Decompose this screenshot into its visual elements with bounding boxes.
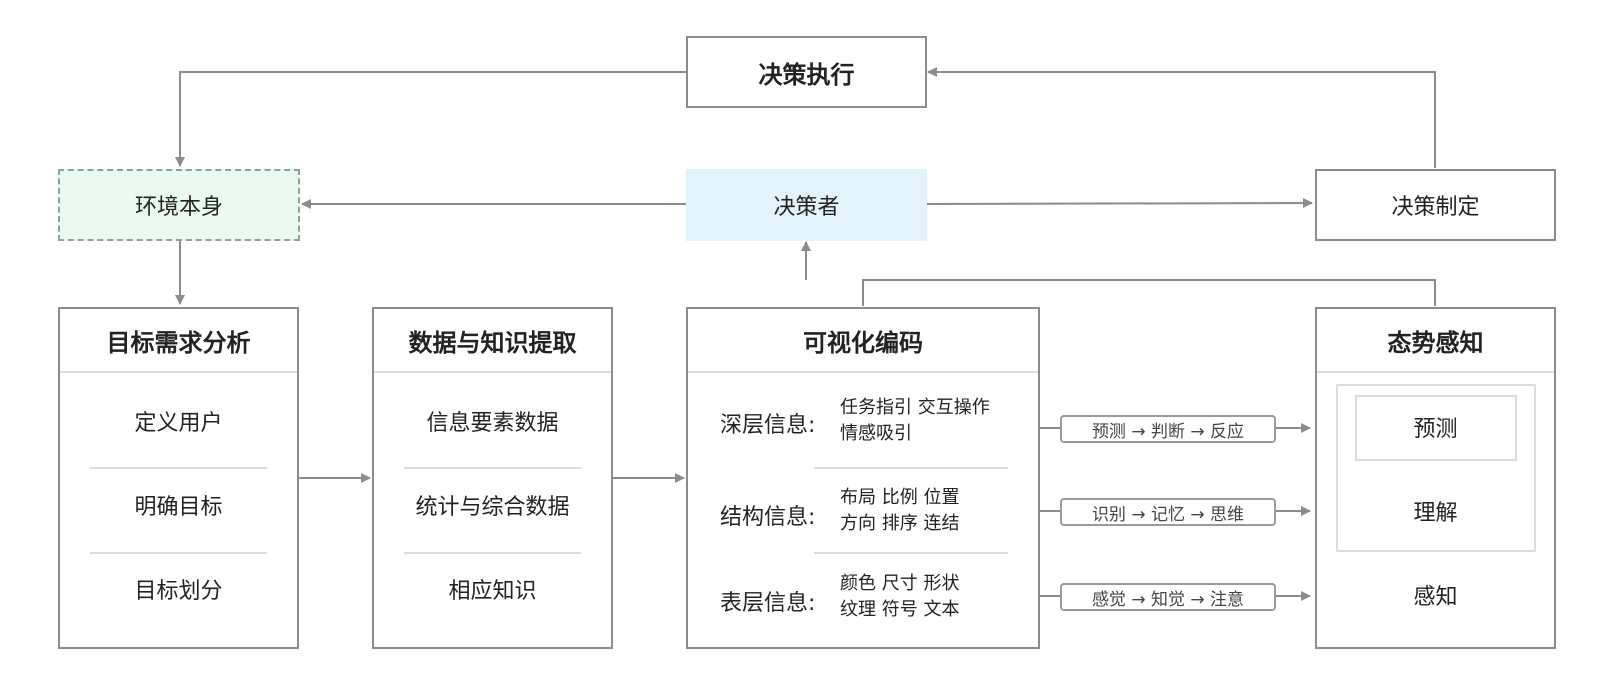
vis-separator [814,552,1008,554]
decision-maker-label: 决策者 [773,195,840,220]
goal-analysis-title: 目标需求分析 [60,309,297,373]
goal-separator [90,552,267,554]
vis-level-structure-label: 结构信息: [720,505,816,530]
vis-level-structure-items-line1: 布局 比例 位置 [840,487,960,508]
arrow-exec-to-env [175,71,686,167]
flow-sense-perceive-attend: 感觉 → 知觉 → 注意 [1060,583,1276,611]
vis-level-deep-items-line2: 情感吸引 [840,423,912,444]
flow-recognize-memory-think: 识别 → 记忆 → 思维 [1060,498,1276,526]
decision-making-label: 决策制定 [1391,195,1480,220]
goal-item-clarify-goal: 明确目标 [134,495,223,520]
awareness-item-perceive: 感知 [1413,585,1458,610]
vis-level-surface-items-line2: 纹理 符号 文本 [840,599,960,620]
vis-level-deep-items-line1: 任务指引 交互操作 [840,397,990,418]
goal-separator [90,467,267,469]
environment-label: 环境本身 [134,195,223,220]
flow-predict-judge-react: 预测 → 判断 → 反应 [1060,415,1276,443]
data-separator [404,552,581,554]
vis-encoding-title: 可视化编码 [688,309,1038,373]
situation-awareness-title: 态势感知 [1317,309,1554,373]
bracket-to-maker [862,279,1436,306]
data-extraction-box: 数据与知识提取 信息要素数据 统计与综合数据 相应知识 [372,307,613,649]
awareness-inner-frame [1355,395,1517,461]
awareness-item-predict: 预测 [1413,417,1458,442]
vis-level-deep-label: 深层信息: [720,413,816,438]
vis-level-deep-items: 任务指引 交互操作 情感吸引 [840,395,990,447]
goal-analysis-box: 目标需求分析 定义用户 明确目标 目标划分 [58,307,299,649]
arrow-maker-to-making [926,198,1313,209]
data-extraction-title: 数据与知识提取 [374,309,611,373]
vis-separator [814,467,1008,469]
data-item-knowledge: 相应知识 [448,579,537,604]
decision-maker-box: 决策者 [686,169,927,241]
vis-level-structure-items-line2: 方向 排序 连结 [840,513,960,534]
decision-making-box: 决策制定 [1315,169,1556,241]
environment-box: 环境本身 [58,169,300,241]
vis-level-surface-items-line1: 颜色 尺寸 形状 [840,573,960,594]
data-separator [404,467,581,469]
data-item-info-elements: 信息要素数据 [426,411,559,436]
vis-level-surface-label: 表层信息: [720,591,816,616]
vis-level-structure-items: 布局 比例 位置 方向 排序 连结 [840,485,959,537]
goal-item-divide-goal: 目标划分 [134,579,223,604]
data-item-statistics: 统计与综合数据 [415,495,570,520]
awareness-outer-frame [1336,384,1536,552]
goal-item-define-users: 定义用户 [134,411,223,436]
awareness-item-understand: 理解 [1413,501,1458,526]
situation-awareness-box: 态势感知 预测 理解 感知 [1315,307,1556,649]
arrow-making-to-exec [927,67,1436,168]
vis-encoding-box: 可视化编码 深层信息: 任务指引 交互操作 情感吸引 结构信息: 布局 比例 位… [686,307,1040,649]
vis-level-surface-items: 颜色 尺寸 形状 纹理 符号 文本 [840,571,959,623]
decision-exec-box: 决策执行 [686,36,927,108]
